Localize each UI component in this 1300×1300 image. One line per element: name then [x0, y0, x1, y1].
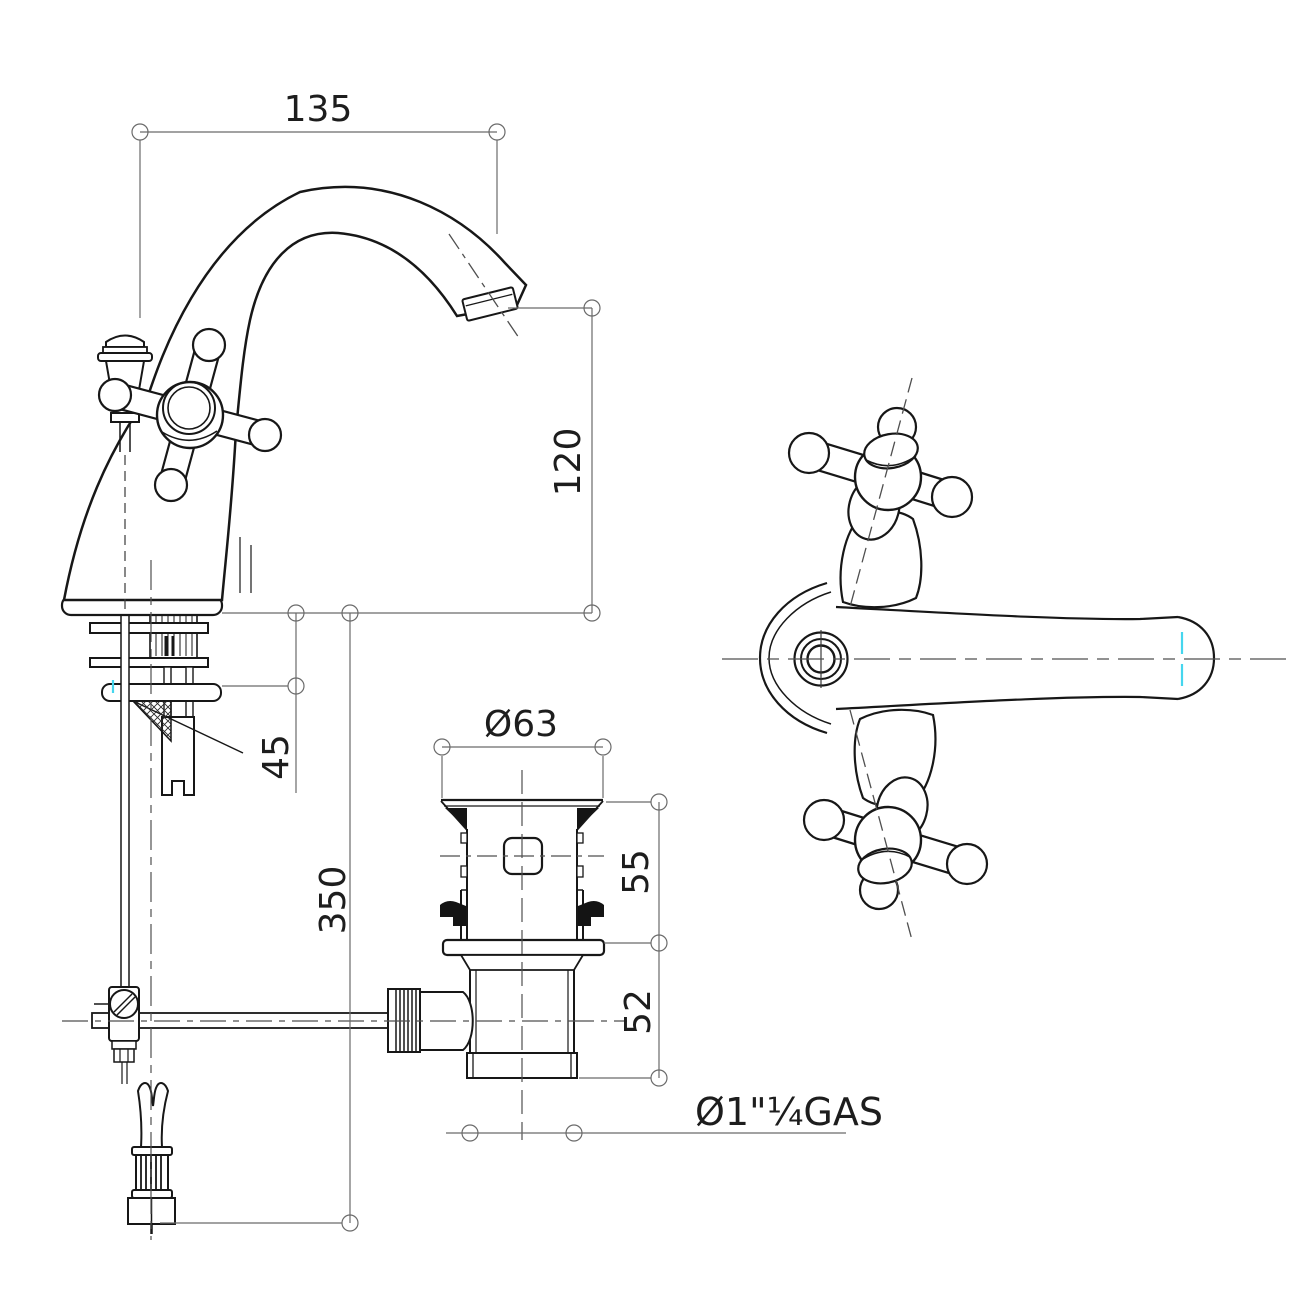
spout-top-edge: [835, 605, 1179, 621]
spout-bottom-edge: [835, 695, 1179, 711]
accent-ticks: [111, 632, 1184, 693]
pop-up-waste-detail: [387, 798, 606, 1079]
dim-waste-heights: [579, 793, 668, 1087]
seal-wing-left: [440, 901, 466, 926]
fixing-washer-plate-1: [89, 622, 209, 634]
hose-braid-cut: [136, 1082, 170, 1148]
dim-label-45: 45: [256, 734, 297, 780]
dim-label-63: Ø63: [484, 704, 558, 745]
cross-handle-front: [97, 327, 283, 503]
cross-handle-top-lower: [804, 710, 987, 909]
pop-up-rod-assembly: [94, 614, 130, 1005]
dimension-layer: [131, 123, 846, 1232]
dim-label-52: 52: [618, 989, 659, 1035]
dim-label-120: 120: [548, 428, 589, 497]
top-view: [758, 377, 1216, 941]
front-view: [60, 185, 592, 1234]
dim-label-350: 350: [313, 866, 354, 935]
dimension-labels: 135 120 45 350 Ø63 55 52 Ø1"¼GAS: [256, 89, 883, 1134]
centerlines: [62, 560, 1292, 1240]
outlet-axis-centerline: [448, 233, 520, 339]
dim-label-gas-thread: Ø1"¼GAS: [695, 1090, 883, 1134]
dim-outlet-height: [508, 299, 601, 622]
spout-tip-cap: [1177, 615, 1216, 701]
dim-label-55: 55: [616, 849, 657, 895]
dim-label-135: 135: [284, 89, 353, 130]
dim-spout-reach: [131, 123, 506, 318]
seal-wing-right: [578, 901, 604, 926]
handle-axis-lower: [849, 709, 913, 941]
fixing-washer-plate-2: [89, 657, 209, 668]
underside-saddle-washer: [441, 938, 606, 957]
spout-aerator: [461, 286, 519, 322]
wedge-gasket-hatched: [131, 700, 172, 743]
rod-clamp-screw: [108, 986, 140, 1084]
dim-thread-callout: [446, 1124, 846, 1142]
under-deck-fixing: [89, 613, 244, 796]
dim-deck-thickness: [287, 604, 305, 793]
clamp-flange: [101, 683, 222, 702]
dim-supply-drop: [160, 604, 359, 1232]
dim-waste-diameter: [433, 738, 612, 798]
cross-handle-top-upper: [789, 408, 972, 607]
handle-axis-upper: [849, 377, 913, 608]
